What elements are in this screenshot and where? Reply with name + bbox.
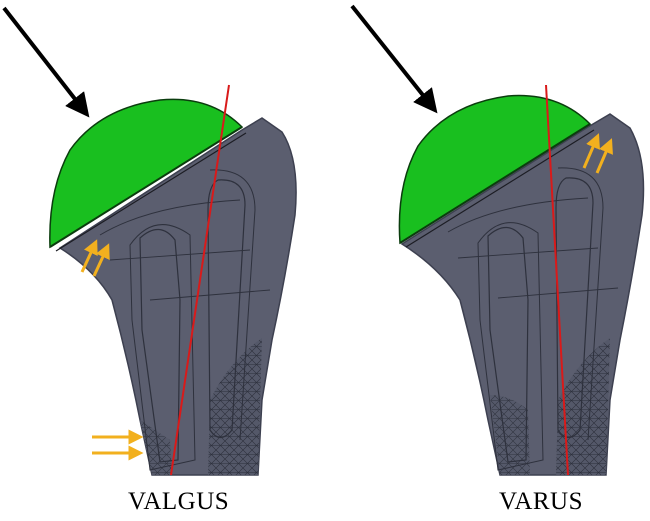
- implant-base-line: [399, 123, 591, 244]
- bone-contour: [99, 199, 271, 301]
- stem-axis-line: [170, 84, 230, 476]
- bone-mesh-region: [556, 338, 610, 475]
- panel-varus: [350, 4, 645, 476]
- implant-base-line: [55, 132, 247, 252]
- load-arrow-icon: [2, 6, 90, 118]
- stem-axis-line: [545, 84, 569, 476]
- stem-fin: [555, 177, 594, 439]
- caption-valgus: VALGUS: [128, 488, 230, 515]
- caption-varus: VARUS: [499, 488, 584, 515]
- stem-fin: [207, 179, 246, 439]
- reaction-arrow-icon: [582, 133, 600, 169]
- implant-base-line: [405, 129, 595, 248]
- load-arrow-icon: [350, 4, 438, 114]
- implant-base-line: [49, 126, 243, 248]
- stem-fin: [209, 169, 256, 441]
- reaction-arrow-icon: [92, 243, 110, 277]
- panel-valgus: [2, 6, 297, 476]
- bone-mesh-region: [208, 338, 262, 475]
- stem-outline: [487, 226, 529, 463]
- reaction-arrow-icon: [80, 239, 98, 273]
- implant-head: [398, 94, 592, 245]
- implant-head: [49, 98, 244, 249]
- stem-outline: [477, 222, 544, 471]
- stem-fin: [557, 167, 604, 441]
- bone-mesh-region: [490, 395, 530, 475]
- stem-outline: [139, 228, 181, 463]
- reaction-arrow-icon: [595, 138, 613, 174]
